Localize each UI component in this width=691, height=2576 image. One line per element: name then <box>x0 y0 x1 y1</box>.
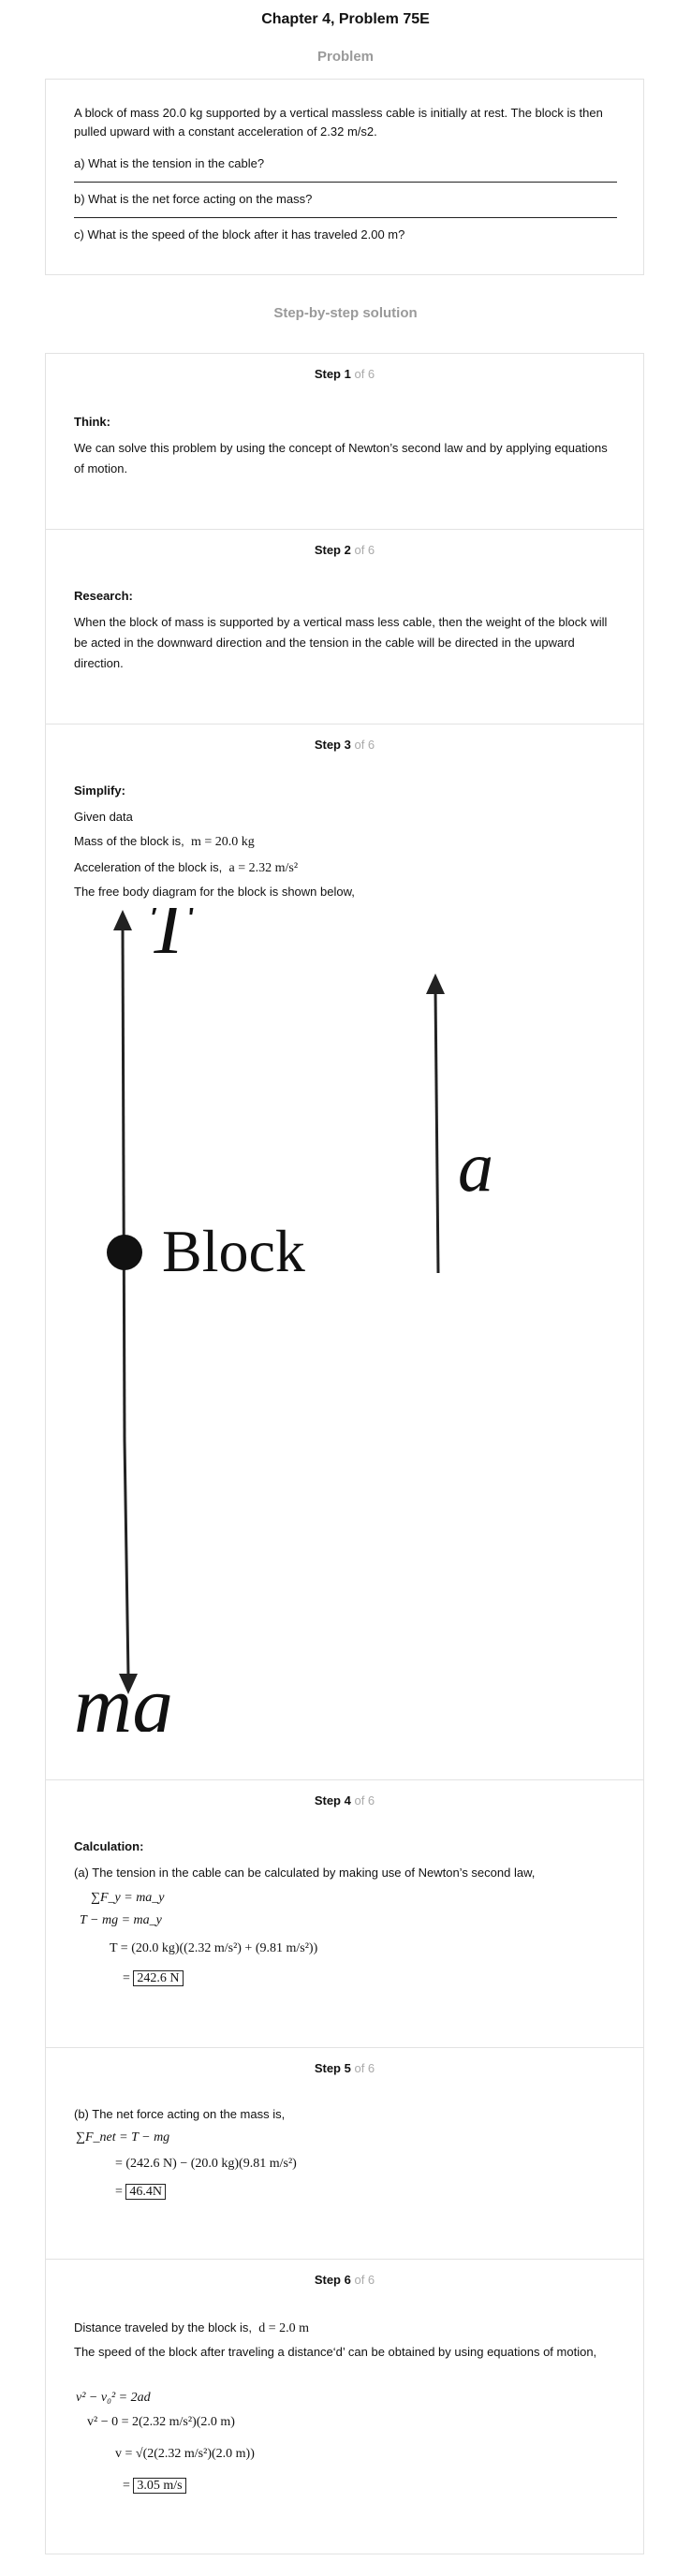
step-6-card: Step 6 of 6 Distance traveled by the blo… <box>45 2259 644 2554</box>
tension-arrow <box>121 926 126 1441</box>
step-1-title: Step 1 of 6 <box>314 367 375 381</box>
equation: ∑F_net = T − mg <box>76 2130 170 2144</box>
step-1-heading: Think: <box>74 415 110 429</box>
equation: v = √(2(2.32 m/s²)(2.0 m)) <box>115 2447 255 2461</box>
weight-arrow <box>123 1439 130 1676</box>
free-body-diagram: T a Block mg <box>74 908 493 1732</box>
step-6-title: Step 6 of 6 <box>314 2273 375 2287</box>
step-6-text: The speed of the block after traveling a… <box>74 2345 597 2359</box>
step-1-text: We can solve this problem by using the c… <box>74 441 608 476</box>
fbd-intro: The free body diagram for the block is s… <box>74 885 355 899</box>
acceleration-arrow <box>434 989 440 1274</box>
equation: T − mg = ma_y <box>80 1913 162 1927</box>
step-5-text: (b) The net force acting on the mass is, <box>74 2107 286 2121</box>
step-2-title: Step 2 of 6 <box>314 543 375 557</box>
problem-statement: A block of mass 20.0 kg supported by a v… <box>74 106 603 139</box>
equation: = (242.6 N) − (20.0 kg)(9.81 m/s²) <box>115 2157 297 2171</box>
acceleration-arrowhead <box>426 973 445 994</box>
problem-part-a: a) What is the tension in the cable? <box>74 156 265 170</box>
weight-label: mg <box>74 1660 172 1732</box>
acceleration-line: Acceleration of the block is, a = 2.32 m… <box>74 860 299 875</box>
step-5-title: Step 5 of 6 <box>314 2061 375 2075</box>
equation: v² − 0 = 2(2.32 m/s²)(2.0 m) <box>87 2415 235 2429</box>
answer-box: 3.05 m/s <box>133 2478 186 2494</box>
tension-label: T <box>147 908 195 970</box>
problem-card: A block of mass 20.0 kg supported by a v… <box>45 79 644 275</box>
step-5-card: Step 5 of 6 (b) The net force acting on … <box>45 2047 644 2259</box>
step-4-card: Step 4 of 6 Calculation: (a) The tension… <box>45 1779 644 2047</box>
problem-part-b: b) What is the net force acting on the m… <box>74 192 313 206</box>
weight-arrowhead <box>119 1674 138 1694</box>
equation: T = (20.0 kg)((2.32 m/s²) + (9.81 m/s²)) <box>110 1941 318 1955</box>
step-4-text: (a) The tension in the cable can be calc… <box>74 1866 536 1880</box>
problem-heading: Problem <box>316 49 374 65</box>
divider <box>74 217 617 218</box>
step-3-heading: Simplify: <box>74 783 125 798</box>
result-line: = 242.6 N <box>123 1970 184 1986</box>
step-2-heading: Research: <box>74 589 133 603</box>
equation: ∑F_y = ma_y <box>91 1891 165 1905</box>
equation: v² − v₀² = 2ad <box>76 2391 151 2405</box>
step-4-title: Step 4 of 6 <box>314 1793 375 1808</box>
problem-part-c: c) What is the speed of the block after … <box>74 227 405 242</box>
page-title: Chapter 4, Problem 75E <box>261 11 430 27</box>
step-2-text: When the block of mass is supported by a… <box>74 615 608 670</box>
step-1-card: Step 1 of 6 Think: We can solve this pro… <box>45 353 644 529</box>
acceleration-label: a <box>458 1128 493 1207</box>
step-2-card: Step 2 of 6 Research: When the block of … <box>45 529 644 724</box>
distance-line: Distance traveled by the block is, d = 2… <box>74 2320 310 2335</box>
given-data-label: Given data <box>74 810 133 824</box>
result-line: = 46.4N <box>115 2184 167 2200</box>
step-4-heading: Calculation: <box>74 1839 144 1853</box>
answer-box: 242.6 N <box>133 1970 184 1986</box>
mass-line: Mass of the block is, m = 20.0 kg <box>74 834 255 849</box>
block-dot <box>107 1235 142 1270</box>
answer-box: 46.4N <box>125 2184 167 2200</box>
solution-heading: Step-by-step solution <box>273 305 418 321</box>
block-label: Block <box>162 1218 305 1284</box>
step-3-card: Step 3 of 6 Simplify: Given data Mass of… <box>45 724 644 1779</box>
step-3-title: Step 3 of 6 <box>314 738 375 752</box>
tension-arrowhead <box>113 910 132 930</box>
result-line: = 3.05 m/s <box>123 2478 186 2494</box>
divider <box>74 182 617 183</box>
